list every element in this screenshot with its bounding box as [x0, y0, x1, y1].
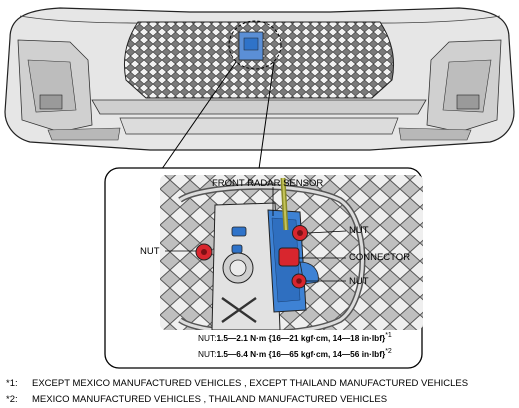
- label-connector: CONNECTOR: [349, 252, 411, 263]
- leader-line-right: [257, 61, 275, 177]
- footnote-1: *1:EXCEPT MEXICO MANUFACTURED VEHICLES ,…: [6, 378, 469, 389]
- label-nut-top-right: NUT: [349, 225, 369, 236]
- bumper-overview: [4, 7, 515, 151]
- torque-spec-2: NUT:1.5—6.4 N·m {16—65 kgf·cm, 14—56 in·…: [198, 348, 392, 359]
- label-nut-bottom-right: NUT: [349, 276, 369, 287]
- detail-view: [104, 167, 423, 369]
- connector-body: [278, 247, 300, 267]
- nut-bottom-right: [291, 273, 307, 289]
- leader-line-left: [156, 61, 237, 177]
- torque-spec-1: NUT:1.5—2.1 N·m {16—21 kgf·cm, 14—18 in·…: [198, 332, 392, 343]
- footnote-2: *2:MEXICO MANUFACTURED VEHICLES , THAILA…: [6, 394, 388, 405]
- nut-top-right: [292, 225, 308, 241]
- leader-nut-top-right: [307, 230, 347, 234]
- magnify-circle: [228, 20, 282, 70]
- nut-left: [195, 243, 213, 261]
- label-front-radar-sensor: FRONT RADAR SENSOR: [212, 178, 324, 189]
- label-nut-left: NUT: [140, 246, 160, 257]
